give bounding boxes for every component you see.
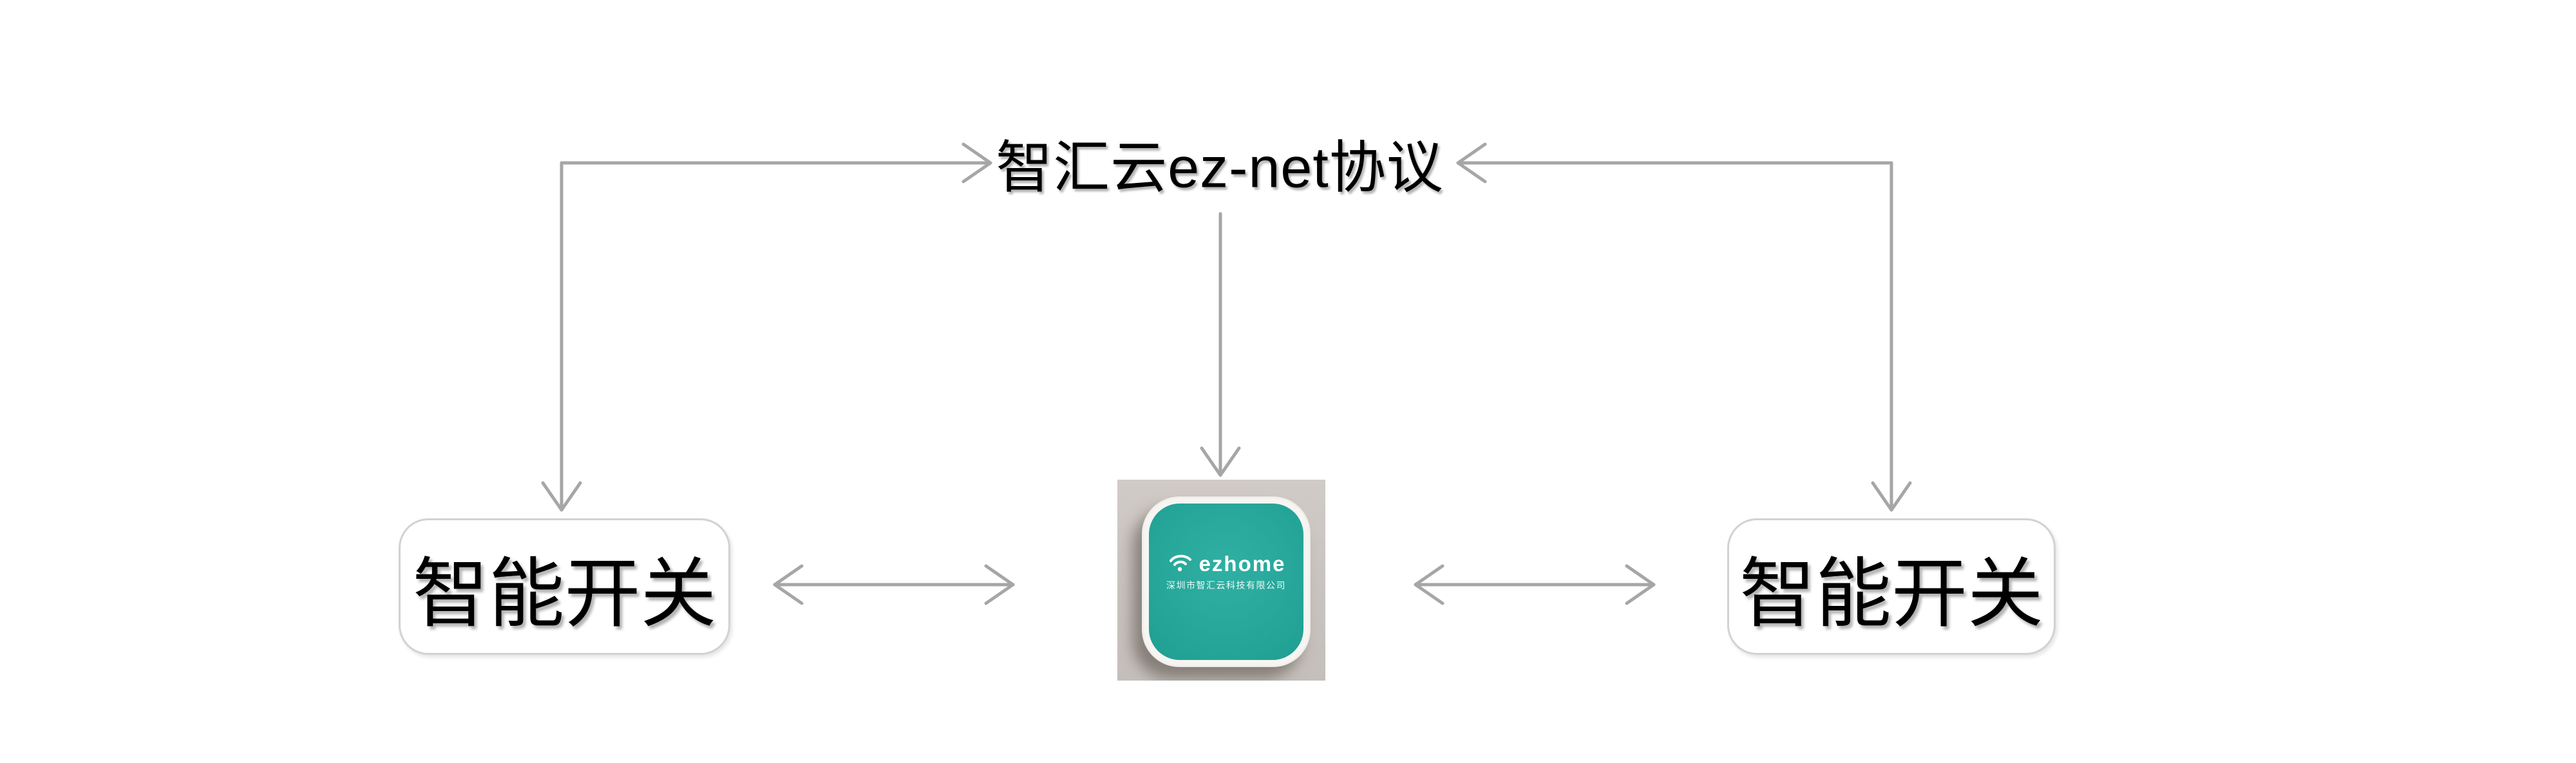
connector-left-double-arrow	[773, 564, 1015, 605]
diagram-title: 智汇云ez-net协议	[996, 135, 1444, 200]
gateway-logo: ezhome 深圳市智汇云科技有限公司	[1149, 553, 1303, 592]
wifi-arcs-icon	[1169, 555, 1191, 572]
node-smart-switch-right: 智能开关	[1727, 518, 2056, 655]
connector-center-down-arrow	[1200, 212, 1241, 477]
connector-right-elbow	[1456, 142, 1912, 512]
gateway-brand-text: ezhome	[1198, 551, 1286, 576]
gateway-device-face: ezhome 深圳市智汇云科技有限公司	[1149, 504, 1303, 660]
connector-left-elbow	[541, 142, 992, 512]
node-smart-switch-left-label: 智能开关	[412, 551, 717, 637]
connector-right-double-arrow	[1414, 564, 1656, 605]
node-smart-switch-right-label: 智能开关	[1739, 551, 2043, 637]
gateway-device: ezhome 深圳市智汇云科技有限公司	[1142, 496, 1311, 667]
node-smart-switch-left: 智能开关	[399, 518, 730, 655]
gateway-photo: ezhome 深圳市智汇云科技有限公司	[1117, 480, 1325, 681]
gateway-company-text: 深圳市智汇云科技有限公司	[1166, 579, 1286, 590]
